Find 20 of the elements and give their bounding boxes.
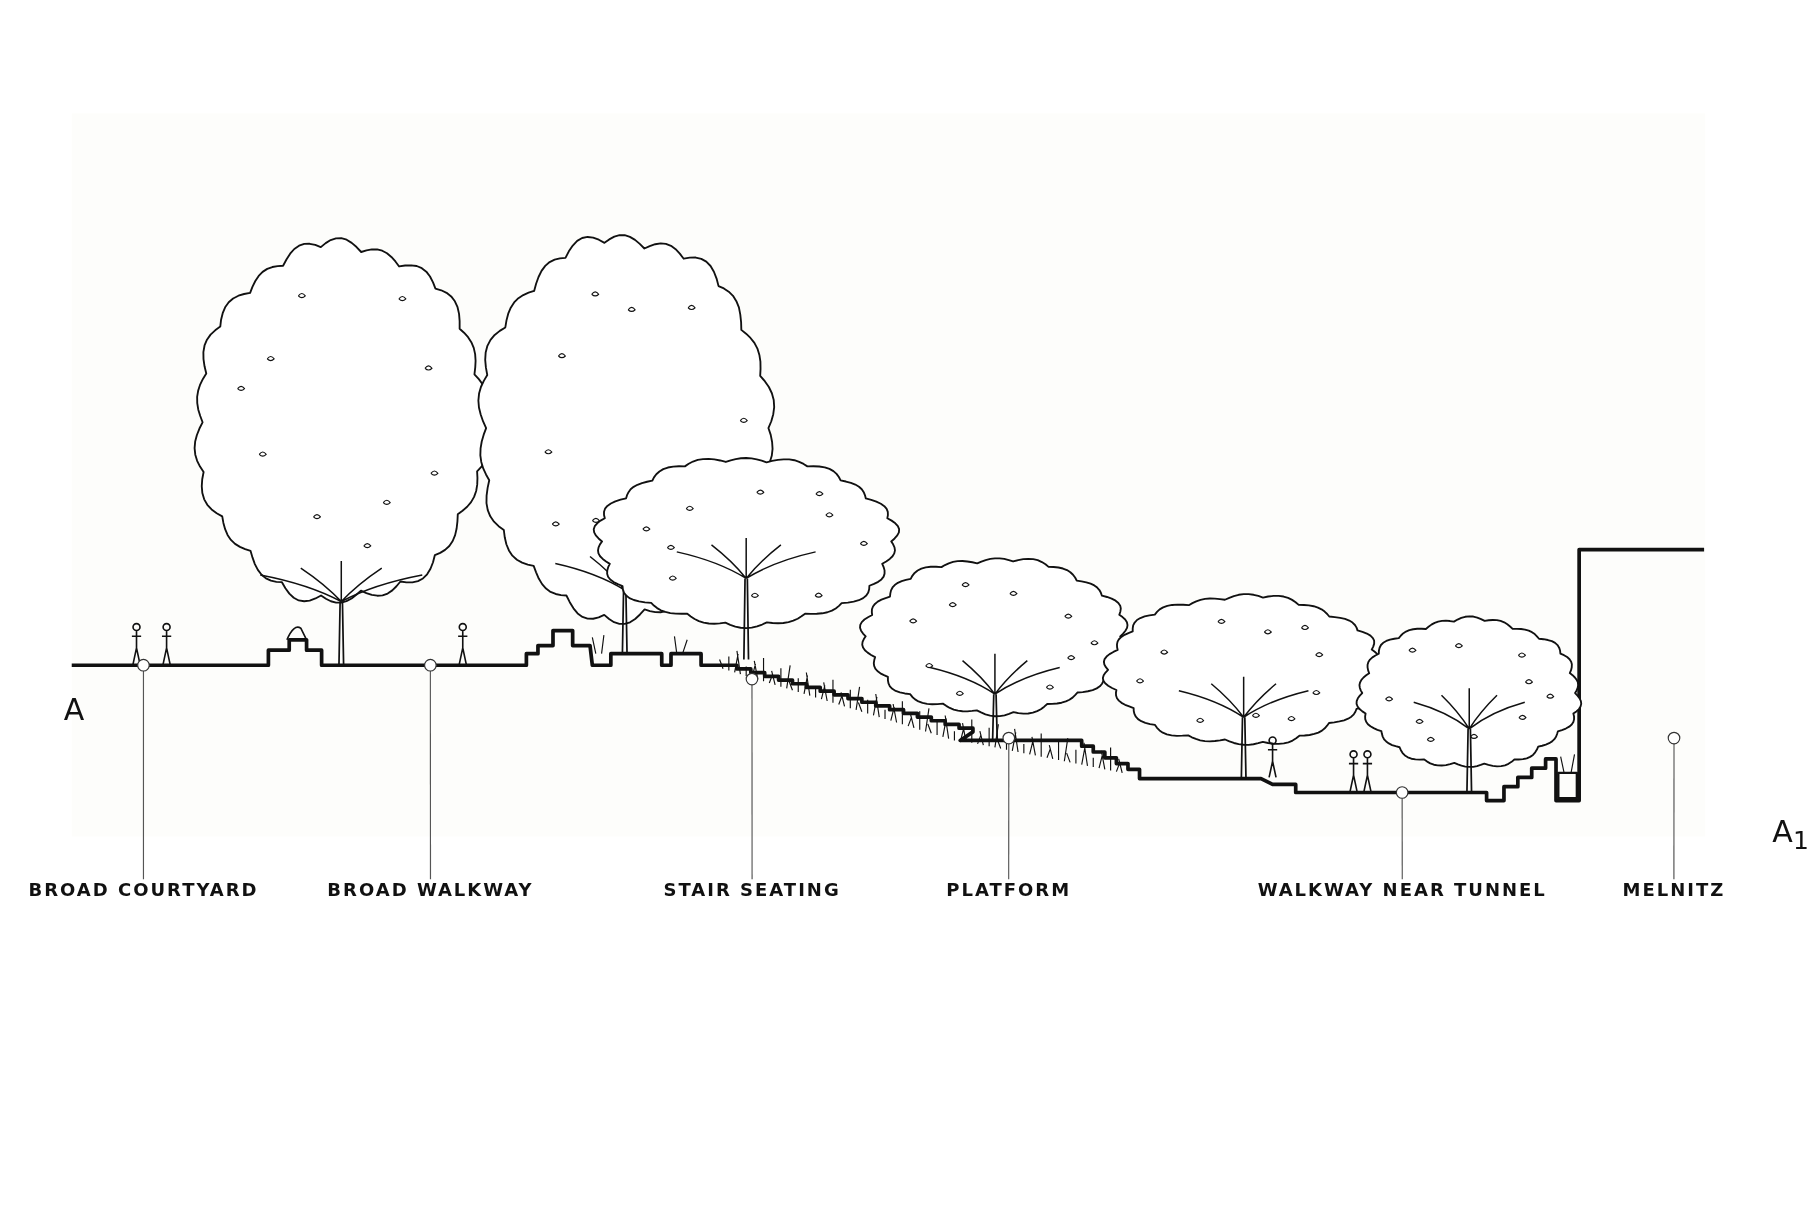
leader-line	[751, 684, 753, 880]
section-marker: A$_{1}$	[1772, 814, 1809, 856]
leader-line	[1008, 743, 1010, 880]
leader-line	[429, 670, 432, 880]
callout-label: WALKWAY NEAR TUNNEL	[1257, 879, 1547, 901]
section-marker: A	[63, 691, 85, 727]
point-marker	[424, 658, 437, 672]
point-marker	[1395, 786, 1409, 799]
point-marker	[1002, 731, 1016, 745]
leader-line	[1401, 797, 1403, 880]
callout-label: PLATFORM	[946, 879, 1072, 901]
point-marker	[1667, 731, 1681, 745]
point-marker	[745, 672, 759, 686]
leader-line	[1673, 743, 1675, 880]
callout-label: STAIR SEATING	[663, 879, 841, 901]
callout-label: BROAD COURTYARD	[28, 879, 259, 901]
leader-line	[142, 670, 145, 880]
point-marker	[137, 658, 150, 672]
callout-label: MELNITZ	[1622, 879, 1726, 901]
callout-label: BROAD WALKWAY	[327, 879, 534, 901]
